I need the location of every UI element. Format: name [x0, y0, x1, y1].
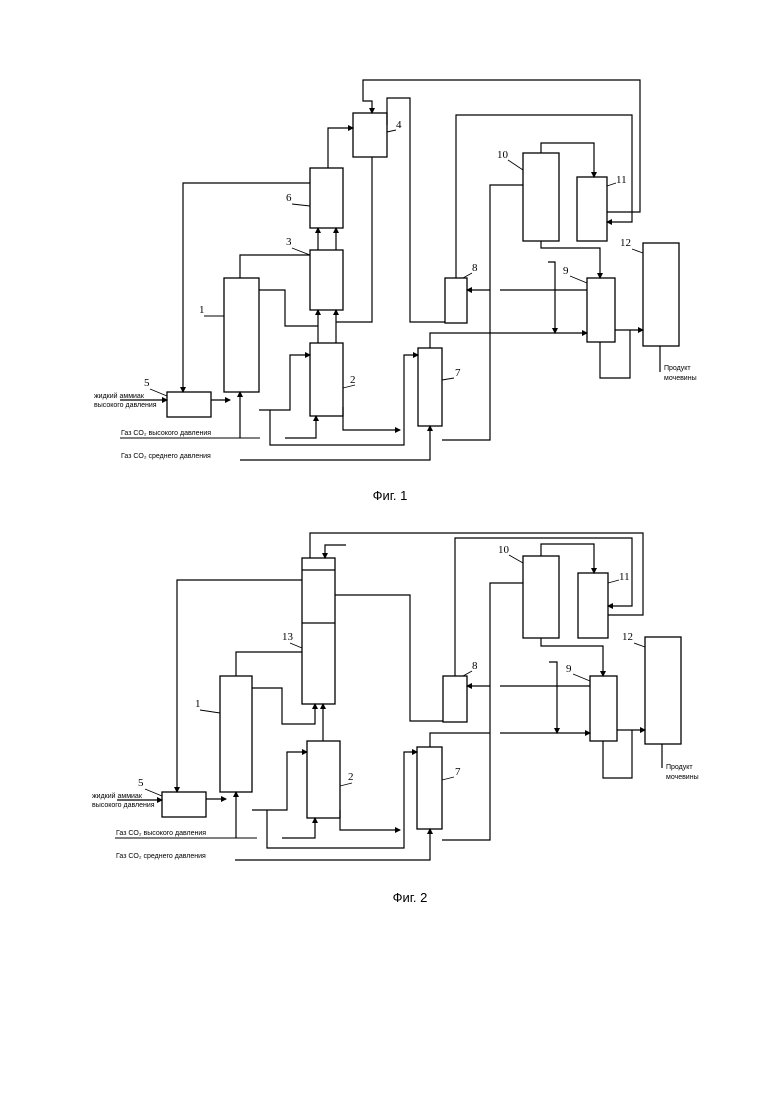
unit-9-evaporator — [587, 278, 615, 342]
label-unit-11: 11 — [619, 571, 630, 583]
unit-12-granulator — [643, 243, 679, 346]
unit-10-column — [523, 153, 559, 241]
label-unit-7: 7 — [455, 367, 461, 379]
product-label-line1: Продукт — [666, 764, 693, 771]
unit-11-condenser — [578, 573, 608, 638]
label-unit-5: 5 — [138, 777, 144, 789]
product-label-line1: Продукт — [664, 365, 691, 372]
label-unit-8: 8 — [472, 660, 478, 672]
label-unit-9: 9 — [566, 663, 572, 675]
unit-13-combined-reactor — [302, 558, 335, 704]
unit-5-ejector — [167, 392, 211, 417]
label-unit-12: 12 — [622, 631, 633, 643]
label-unit-10: 10 — [497, 149, 509, 161]
unit-labels-fig1: 1 2 3 4 5 6 7 8 9 10 11 12 — [144, 119, 643, 396]
unit-11-condenser — [577, 177, 607, 241]
unit-labels-fig2: 1 2 5 7 8 9 10 11 12 13 — [138, 544, 645, 796]
product-label-line2: мочевины — [664, 375, 697, 382]
unit-10-column — [523, 556, 559, 638]
label-unit-10: 10 — [498, 544, 510, 556]
figure-2: 1 2 5 7 8 9 10 11 12 13 — [92, 533, 699, 905]
co2-medium-label: Газ CO₂ среднего давления — [116, 853, 206, 860]
unit-9-evaporator — [590, 676, 617, 741]
label-unit-2: 2 — [348, 771, 354, 783]
label-unit-1: 1 — [199, 304, 205, 316]
product-label-line2: мочевины — [666, 774, 699, 781]
unit-4-scrubber — [353, 113, 387, 157]
label-unit-7: 7 — [455, 766, 461, 778]
label-unit-13: 13 — [282, 631, 294, 643]
label-unit-9: 9 — [563, 265, 569, 277]
label-unit-8: 8 — [472, 262, 478, 274]
label-unit-3: 3 — [286, 236, 292, 248]
unit-5-ejector — [162, 792, 206, 817]
label-unit-1: 1 — [195, 698, 201, 710]
label-unit-12: 12 — [620, 237, 631, 249]
unit-8-recovery — [443, 676, 467, 722]
unit-1-synthesis-tower — [224, 278, 259, 392]
ammonia-label-line1: жидкий аммиак — [94, 392, 145, 400]
unit-6-absorber — [310, 168, 343, 228]
unit-1-synthesis-tower — [220, 676, 252, 792]
unit-2-stripper — [310, 343, 343, 416]
unit-7-decomposer — [417, 747, 442, 829]
figure-2-caption: Фиг. 2 — [393, 890, 428, 905]
co2-medium-label: Газ CO₂ среднего давления — [121, 453, 211, 460]
ammonia-label-line1: жидкий аммиак — [92, 792, 143, 800]
co2-high-label: Газ CO₂ высокого давления — [121, 430, 211, 437]
ammonia-label-line2: высокого давления — [94, 402, 157, 409]
figure-1: 1 2 3 4 5 6 7 8 9 10 11 12 — [94, 80, 697, 503]
unit-12-granulator — [645, 637, 681, 744]
unit-3-condenser — [310, 250, 343, 310]
label-unit-5: 5 — [144, 377, 150, 389]
label-unit-4: 4 — [396, 119, 402, 131]
figure-1-caption: Фиг. 1 — [373, 488, 408, 503]
unit-7-decomposer — [418, 348, 442, 426]
unit-8-recovery — [445, 278, 467, 323]
ammonia-label-line2: высокого давления — [92, 802, 155, 809]
unit-2-stripper — [307, 741, 340, 818]
label-unit-6: 6 — [286, 192, 292, 204]
label-unit-11: 11 — [616, 174, 627, 186]
co2-high-label: Газ CO₂ высокого давления — [116, 830, 206, 837]
label-unit-2: 2 — [350, 374, 356, 386]
